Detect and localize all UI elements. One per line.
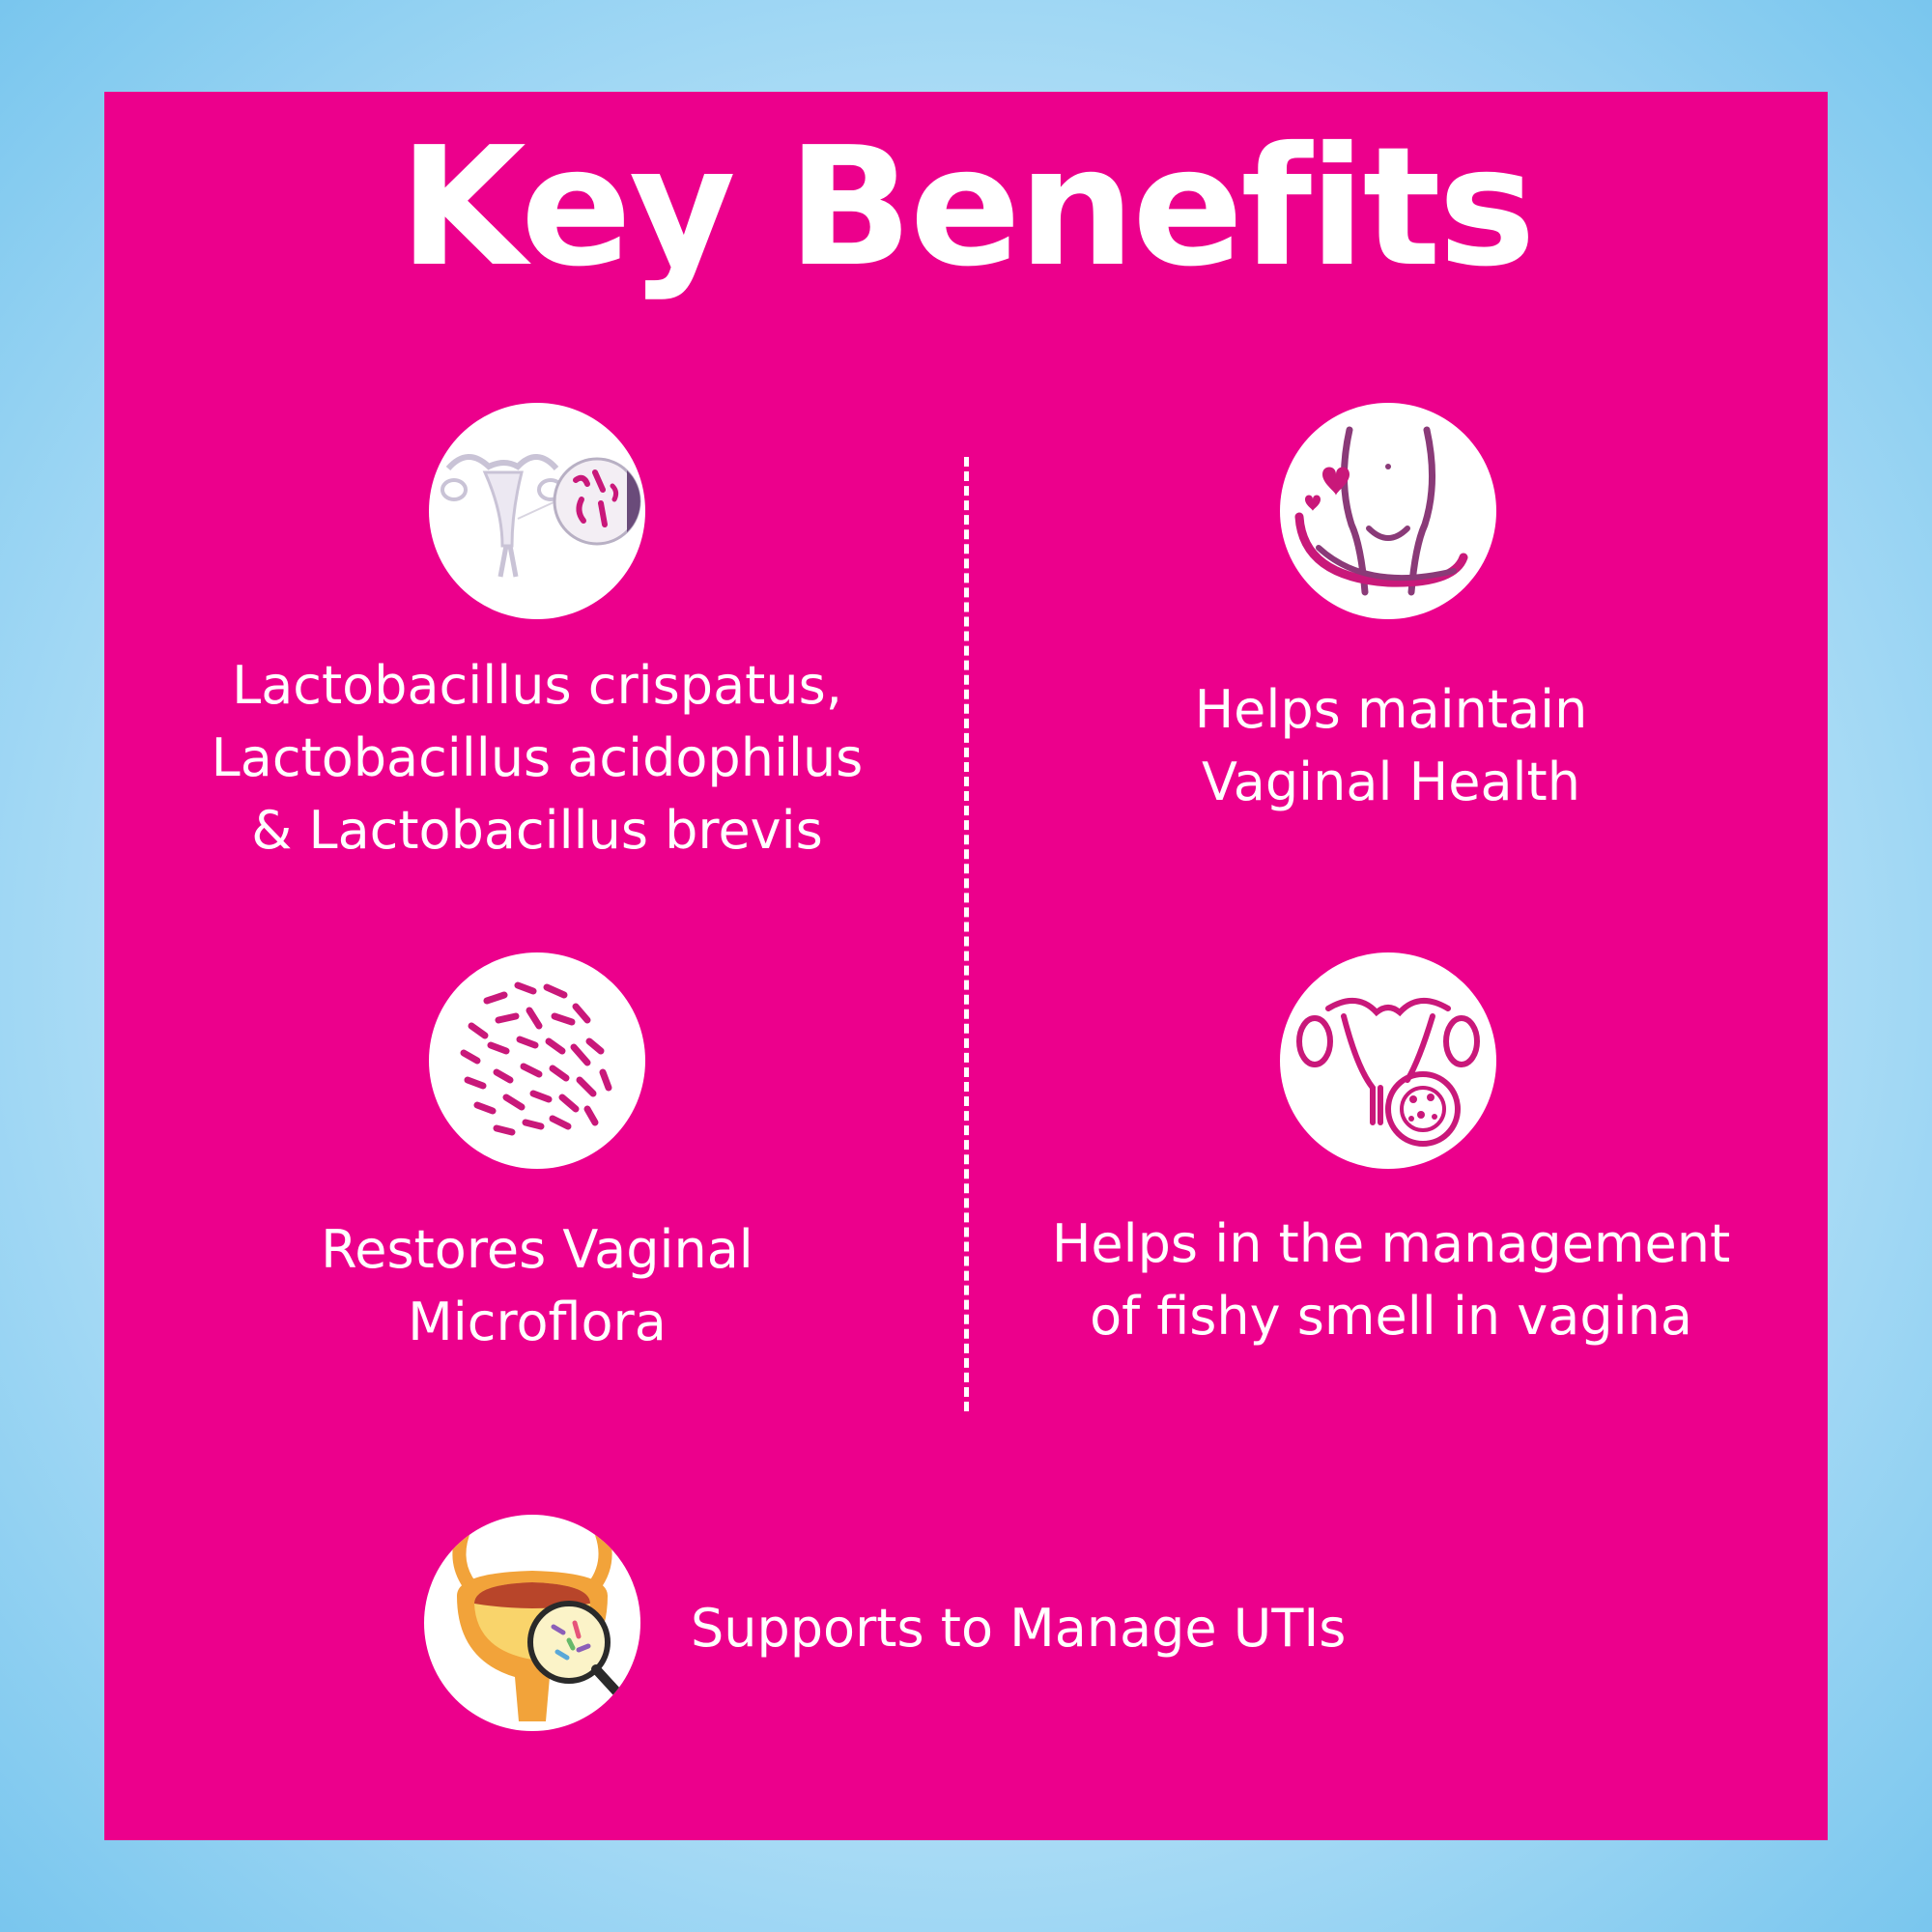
benefit-line: Vaginal Health	[1202, 752, 1580, 812]
dashed-divider	[964, 457, 969, 1411]
woman-pelvis-heart-icon	[1280, 403, 1496, 619]
benefit-label-microflora: Restores Vaginal Microflora	[145, 1213, 929, 1358]
benefit-label-strains: Lactobacillus crispatus, Lactobacillus a…	[145, 649, 929, 867]
benefit-label-fishy-smell: Helps in the management of fishy smell i…	[976, 1208, 1806, 1352]
benefit-line: Restores Vaginal	[321, 1219, 753, 1280]
benefit-line: & Lactobacillus brevis	[251, 800, 823, 861]
benefit-line: of fishy smell in vagina	[1090, 1286, 1692, 1347]
bacteria-cluster-icon	[429, 952, 645, 1169]
uterus-magnified-bacteria-icon	[1280, 952, 1496, 1169]
benefit-line: Helps maintain	[1194, 679, 1588, 740]
reproductive-system-lactobacillus-icon	[429, 403, 645, 619]
benefit-line: Supports to Manage UTIs	[691, 1598, 1347, 1659]
benefit-label-vaginal-health: Helps maintain Vaginal Health	[976, 673, 1806, 818]
benefit-line: Helps in the management	[1051, 1213, 1731, 1274]
benefit-label-utis: Supports to Manage UTIs	[691, 1592, 1560, 1664]
bladder-magnifier-icon	[424, 1515, 640, 1731]
benefit-line: Lactobacillus acidophilus	[211, 727, 864, 788]
benefit-line: Microflora	[408, 1292, 667, 1352]
page-title: Key Benefits	[399, 112, 1536, 303]
benefit-line: Lactobacillus crispatus,	[232, 655, 842, 716]
